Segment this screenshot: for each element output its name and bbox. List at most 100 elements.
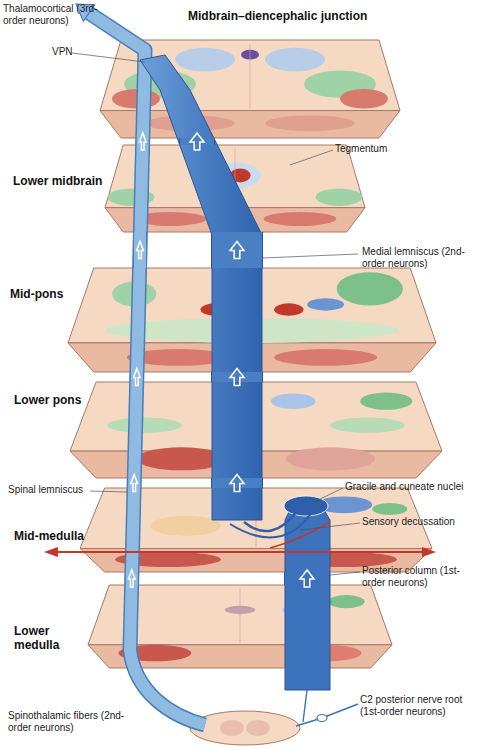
decussation-line <box>56 551 424 553</box>
tract-band <box>212 232 262 268</box>
tract-connector <box>128 570 135 587</box>
tract-band-outline <box>284 572 330 585</box>
section-slab: Mid-medulla <box>80 488 432 572</box>
slab-front-face <box>100 111 400 138</box>
nucleus-patch <box>150 516 220 536</box>
internal-arcuate-fibers <box>230 512 312 537</box>
spinal-lemniscus-outline <box>89 13 205 725</box>
leader-line <box>72 53 145 62</box>
leader-line <box>330 572 360 575</box>
tract-band <box>180 138 214 145</box>
nucleus-patch <box>112 282 156 307</box>
nucleus-patch <box>264 212 337 226</box>
flow-arrow <box>128 570 135 587</box>
nucleus-patch <box>108 189 155 206</box>
thalamocortical-arrowhead <box>76 4 95 21</box>
posterior-column <box>285 500 330 690</box>
midline <box>250 44 251 109</box>
structure-label: Tegmentum <box>335 143 435 155</box>
flow-arrow <box>137 242 144 259</box>
nucleus-patch <box>289 645 362 662</box>
nucleus-patch <box>291 552 397 567</box>
tract-band-outline <box>130 372 144 382</box>
tract-connector <box>230 475 244 492</box>
nucleus-patch <box>360 393 412 410</box>
tract-band-outline <box>179 138 215 145</box>
nucleus-patch <box>137 447 226 470</box>
flow-arrow <box>300 570 314 587</box>
nucleus-patch <box>175 48 235 72</box>
nucleus-patch <box>115 552 221 567</box>
flow-arrow <box>139 133 146 150</box>
nucleus-patch <box>112 89 160 109</box>
nucleus-patch <box>265 115 355 131</box>
nucleus-patch <box>337 272 403 305</box>
nucleus-patch <box>118 645 191 662</box>
tract-band-outline <box>133 232 147 268</box>
tract-band-outline <box>127 478 141 488</box>
structure-label: Spinal lemniscus <box>8 484 93 496</box>
tract-connector <box>133 369 140 386</box>
structure-label: Medial lemniscus (2nd-order neurons) <box>362 246 480 269</box>
tract-band-outline <box>211 372 263 382</box>
tract-band <box>134 232 146 268</box>
spinal-cord-slice <box>190 711 300 745</box>
slab-front-face <box>80 548 432 572</box>
slab-front-face <box>70 451 442 478</box>
tract-connector <box>190 133 204 150</box>
tract-band <box>212 372 262 382</box>
section-heading: Mid-medulla <box>14 530 88 544</box>
tract-band-outline <box>211 232 263 268</box>
slab-outline <box>80 488 432 572</box>
nucleus-patch <box>230 168 251 182</box>
nucleus-patch <box>316 496 372 513</box>
slab-outline <box>100 40 400 138</box>
gracile-cuneate-nuclei <box>284 496 328 516</box>
slab-front-face <box>68 343 436 372</box>
flow-arrow <box>131 475 138 492</box>
root-ganglion <box>317 715 327 722</box>
tract-connector <box>131 475 138 492</box>
structure-label: VPN <box>52 46 92 58</box>
nucleus-patch <box>274 303 303 315</box>
slab-top-face <box>88 585 392 645</box>
tract-band <box>137 138 149 145</box>
flow-arrow <box>133 369 140 386</box>
midline <box>252 272 253 341</box>
tract-band-outline <box>125 572 139 585</box>
nucleus-patch <box>274 349 377 366</box>
section-slab: Lower midbrain <box>105 145 365 232</box>
flow-arrow <box>230 242 244 259</box>
section-slab: Lower medulla <box>88 585 392 668</box>
leader-line <box>314 488 343 502</box>
nucleus-patch <box>283 604 319 616</box>
flow-arrow <box>230 369 244 386</box>
slab-front-face <box>88 645 392 668</box>
nucleus-patch <box>107 418 181 433</box>
section-slab: Lower pons <box>70 382 442 478</box>
midline <box>235 148 236 205</box>
section-heading: Mid-pons <box>10 288 70 302</box>
internal-arcuate-fibers <box>244 510 298 531</box>
slab-top-face <box>70 382 442 451</box>
nucleus-patch <box>316 189 363 206</box>
section-heading: Midbrain–diencephalic junction <box>188 10 418 24</box>
section-heading: Lower midbrain <box>13 175 105 189</box>
midline <box>256 386 257 449</box>
leader-line <box>262 254 358 258</box>
tract-connector <box>230 232 244 268</box>
nucleus-patch <box>340 89 388 109</box>
nucleus-patch <box>145 115 235 131</box>
structure-label: C2 posterior nerve root (1st-order neuro… <box>360 694 480 717</box>
slab-outline <box>70 382 442 478</box>
structure-label: Thalamocortical (3rd-order neurons) <box>3 3 103 26</box>
nucleus-patch <box>330 418 404 433</box>
decussation-arrowhead <box>422 547 436 557</box>
tract-band <box>131 372 143 382</box>
slab-outline <box>88 585 392 668</box>
nucleus-patch <box>372 503 407 515</box>
leader-line <box>290 150 333 165</box>
section-slab: Mid-pons <box>68 268 436 372</box>
spinal-lemniscus <box>89 13 205 725</box>
